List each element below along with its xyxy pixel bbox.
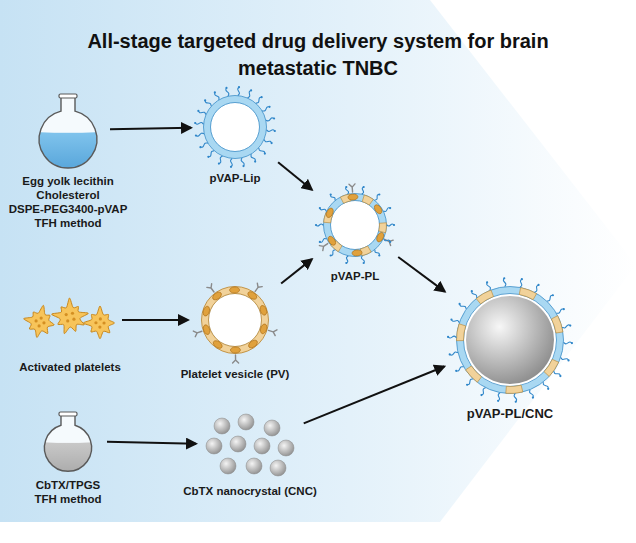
node-caption: Activated platelets	[19, 360, 121, 374]
node-caption: pVAP-Lip	[210, 171, 261, 185]
process-arrow	[398, 257, 445, 292]
nanocrystal-illustration: CbTX nanocrystal (CNC)	[200, 412, 300, 478]
loaded-vesicle-illustration	[448, 278, 572, 402]
node-label: DSPE-PEG3400-pVAP	[9, 202, 128, 216]
flask-illustration: Egg yolk lecithinCholesterolDSPE-PEG3400…	[30, 92, 106, 168]
node-label: Activated platelets	[19, 360, 121, 374]
node-caption: pVAP-PL/CNC	[467, 406, 553, 422]
node-caption: Egg yolk lecithinCholesterolDSPE-PEG3400…	[9, 174, 128, 230]
vesicle-illustration: Platelet vesicle (PV)	[192, 277, 278, 363]
diagram-title: All-stage targeted drug delivery system …	[83, 28, 553, 82]
platelet-illustration: Activated platelets	[22, 288, 118, 352]
node-caption: CbTX/TPGSTFH method	[34, 478, 101, 506]
flask-illustration	[30, 92, 106, 168]
process-arrow	[122, 319, 188, 321]
node-label: Egg yolk lecithin	[9, 174, 128, 188]
node-label: pVAP-Lip	[210, 171, 261, 185]
node-caption: Platelet vesicle (PV)	[181, 367, 290, 381]
chevron-background	[0, 0, 636, 522]
node-label: TFH method	[9, 216, 128, 230]
flask-illustration: CbTX/TPGSTFH method	[33, 410, 103, 472]
flask-illustration	[33, 410, 103, 472]
node-caption: CbTX nanocrystal (CNC)	[183, 484, 317, 498]
node-caption: pVAP-PL	[331, 269, 379, 283]
process-arrow	[278, 162, 312, 190]
node-label: pVAP-PL/CNC	[467, 406, 553, 422]
nanocrystal-illustration	[200, 412, 300, 478]
process-arrow	[110, 128, 191, 129]
process-arrow	[281, 259, 312, 283]
process-arrow	[107, 442, 196, 444]
platelet-illustration	[22, 288, 118, 352]
node-label: TFH method	[34, 492, 101, 506]
node-label: Cholesterol	[9, 188, 128, 202]
liposome-illustration	[195, 87, 275, 167]
node-label: CbTX nanocrystal (CNC)	[183, 484, 317, 498]
liposome-illustration: pVAP-Lip	[195, 87, 275, 167]
node-label: CbTX/TPGS	[34, 478, 101, 492]
vesicle-illustration	[192, 277, 278, 363]
node-label: Platelet vesicle (PV)	[181, 367, 290, 381]
hybrid-vesicle-illustration	[315, 185, 395, 265]
hybrid-vesicle-illustration: pVAP-PL	[315, 185, 395, 265]
node-label: pVAP-PL	[331, 269, 379, 283]
loaded-vesicle-illustration: pVAP-PL/CNC	[448, 278, 572, 402]
process-arrow	[304, 367, 445, 424]
